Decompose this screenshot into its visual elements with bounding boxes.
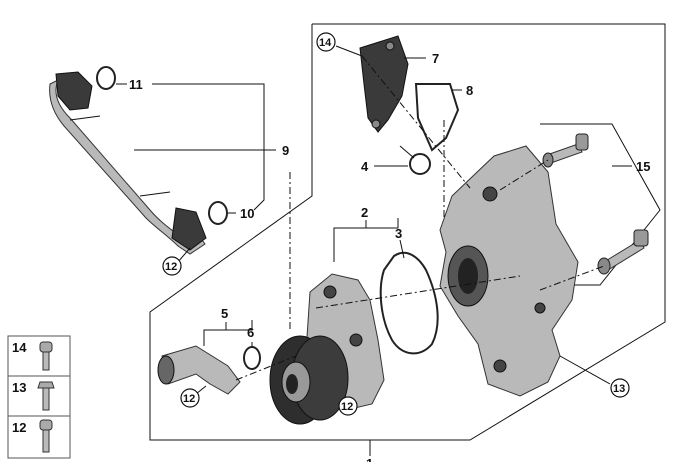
svg-text:14: 14 — [319, 37, 332, 49]
assembly-frame — [149, 23, 666, 441]
callout-12c-circled: 12 — [338, 396, 358, 416]
callout-8: 8 — [466, 83, 473, 98]
callout-3: 3 — [395, 226, 402, 241]
bracket-5-6 — [203, 320, 253, 346]
bolt-12-icon — [39, 419, 53, 453]
o-ring-4 — [409, 153, 431, 175]
callout-1: 1 — [366, 456, 373, 462]
bolt-13-icon — [37, 381, 55, 411]
callout-12b-circled: 12 — [180, 388, 200, 408]
svg-text:12: 12 — [341, 401, 353, 413]
callout-12a-circled: 12 — [162, 256, 182, 276]
callout-13-circled: 13 — [610, 378, 630, 398]
gasket-3 — [379, 251, 439, 355]
callout-15: 15 — [636, 159, 650, 174]
leader-3 — [399, 239, 405, 259]
housing-cover — [359, 35, 409, 133]
svg-text:12: 12 — [12, 420, 26, 435]
legend-row-13: 13 — [12, 380, 55, 411]
bolts-15 — [542, 133, 649, 275]
pump-pulley — [269, 335, 349, 425]
leader-12a — [177, 247, 191, 263]
svg-text:12: 12 — [165, 261, 177, 273]
callout-10: 10 — [240, 206, 254, 221]
connector-pipe — [157, 345, 241, 395]
svg-text:13: 13 — [12, 380, 26, 395]
bracket-9-11-10 — [152, 83, 265, 211]
svg-text:13: 13 — [613, 383, 625, 395]
callout-6: 6 — [247, 325, 254, 340]
bolt-14-icon — [39, 341, 53, 371]
callout-7: 7 — [432, 51, 439, 66]
axis-connector — [235, 355, 297, 381]
bracket-15 — [540, 123, 661, 286]
legend-row-12: 12 — [12, 419, 53, 453]
leader-13 — [559, 355, 611, 385]
fastener-legend: 14 13 12 — [7, 335, 71, 459]
callout-14-circled: 14 — [316, 32, 336, 52]
callout-11: 11 — [129, 77, 143, 92]
axis-cover-2 — [361, 55, 471, 189]
callout-4: 4 — [361, 159, 369, 174]
thermostat-housing — [439, 145, 579, 397]
gasket-8 — [414, 83, 460, 152]
callout-9: 9 — [282, 143, 289, 158]
leader-14-top — [335, 45, 363, 57]
o-ring-10 — [208, 201, 228, 225]
axis-bolts-top — [499, 159, 549, 191]
o-ring-6 — [243, 346, 261, 370]
callout-2: 2 — [361, 205, 368, 220]
axis-bolts-bottom — [539, 265, 605, 291]
svg-text:12: 12 — [183, 393, 195, 405]
callout-5: 5 — [221, 306, 228, 321]
legend-row-14: 14 — [12, 340, 53, 371]
coolant-pipe — [49, 71, 207, 255]
axis-pump-housing — [315, 275, 521, 309]
svg-text:14: 14 — [12, 340, 27, 355]
o-ring-11 — [96, 66, 116, 90]
